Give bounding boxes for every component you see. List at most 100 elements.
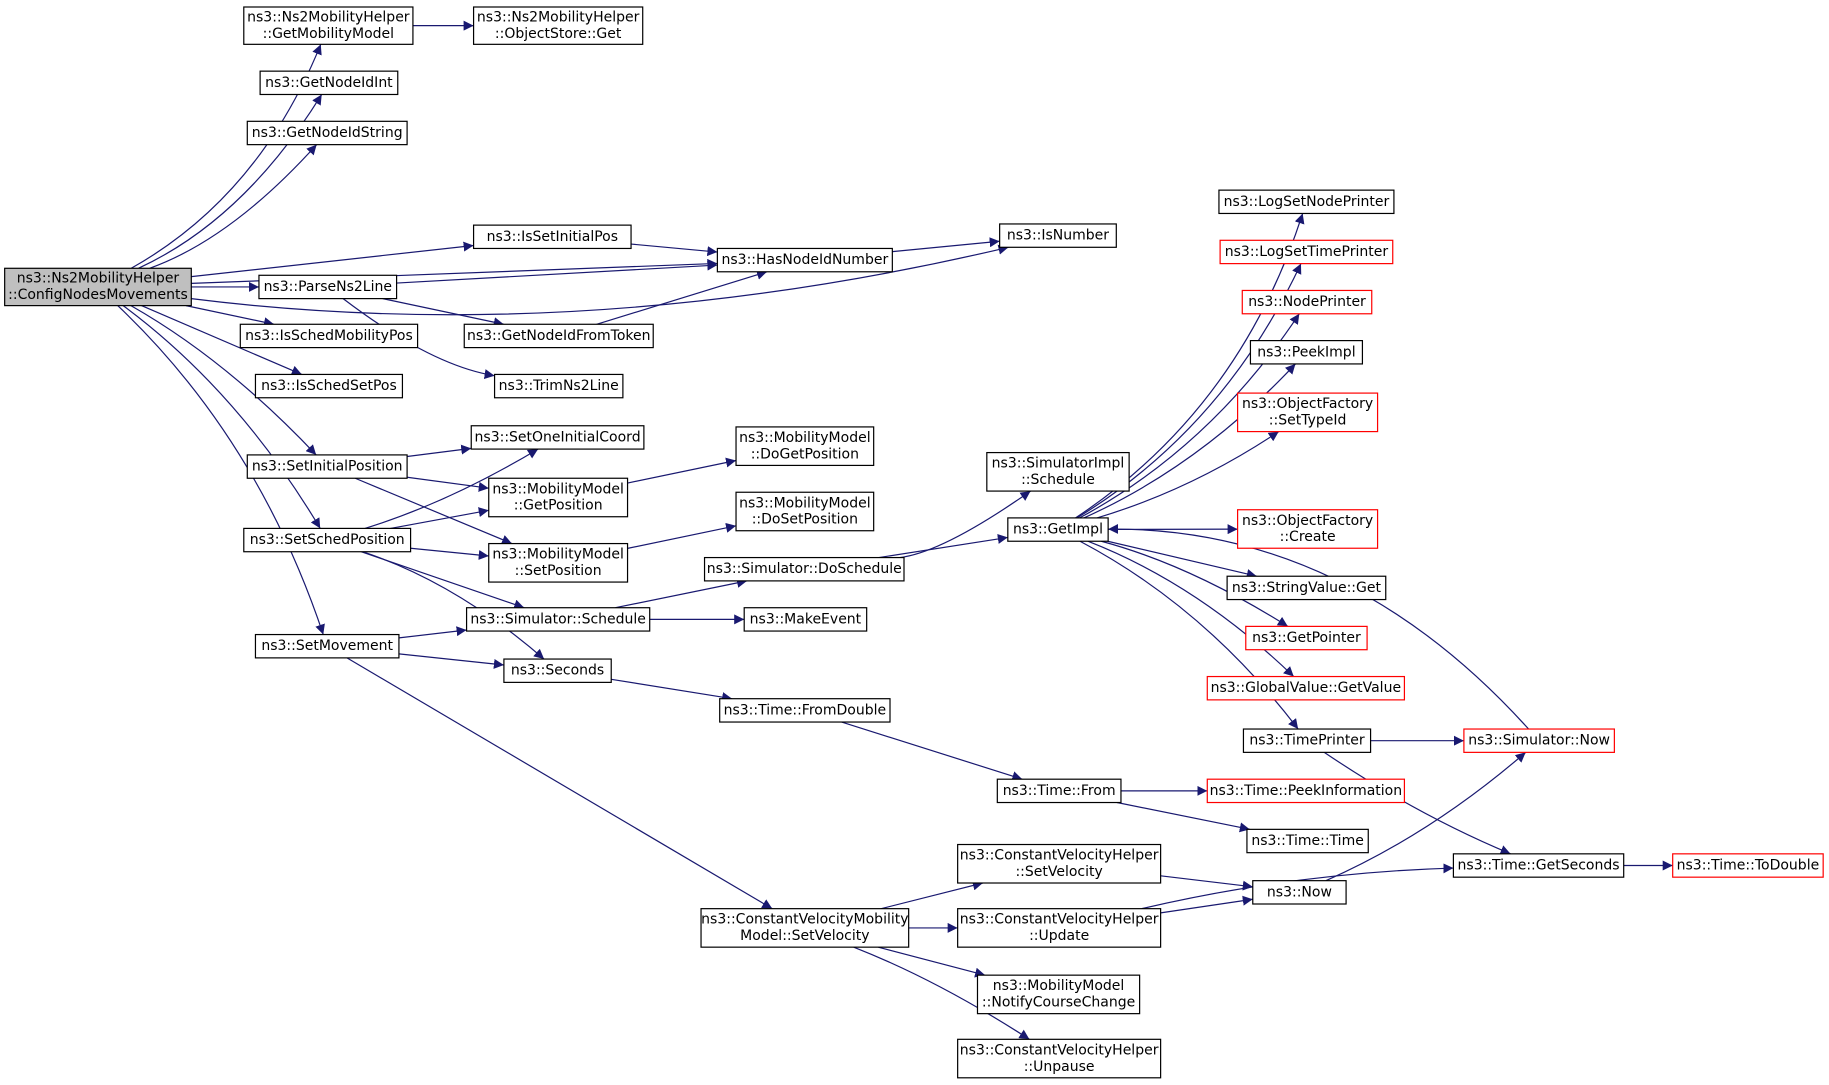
node-box <box>716 247 893 273</box>
edge-setInitialPosition-to-mmGetPosition <box>407 476 489 492</box>
node-mmNotifyCourseChange[interactable]: ns3::MobilityModel::NotifyCourseChange <box>976 974 1141 1015</box>
node-label: ns3::IsSchedSetPos <box>261 378 397 394</box>
node-setSchedPosition[interactable]: ns3::SetSchedPosition <box>243 527 412 553</box>
node-timeToDouble[interactable]: ns3::Time::ToDouble <box>1672 853 1824 878</box>
node-label: ns3::ObjectFactory <box>1242 513 1373 529</box>
node-box <box>254 373 404 399</box>
node-label: ns3::Simulator::Schedule <box>470 611 646 627</box>
edge-line <box>878 946 986 978</box>
edge-hasNodeIdNumber-to-isNumber <box>892 237 1000 253</box>
node-getImpl[interactable]: ns3::GetImpl <box>1007 517 1109 542</box>
node-box <box>1452 853 1625 878</box>
node-peekImpl[interactable]: ns3::PeekImpl <box>1249 340 1364 365</box>
node-box <box>1206 675 1406 701</box>
edge-now-to-simulatorNow <box>1325 751 1527 882</box>
node-getNodeIdFromToken[interactable]: ns3::GetNodeIdFromToken <box>463 323 654 349</box>
node-label: ns3::MobilityModel <box>739 495 871 511</box>
node-label: ns3::LogSetNodePrinter <box>1224 194 1390 210</box>
edge-isSetInitialPos-to-hasNodeIdNumber <box>630 243 718 257</box>
edge-parseNs2Line-to-trimNs2Line <box>342 298 495 380</box>
node-getNodeIdString[interactable]: ns3::GetNodeIdString <box>246 120 408 146</box>
node-hasNodeIdNumber[interactable]: ns3::HasNodeIdNumber <box>716 247 893 273</box>
node-box <box>254 633 400 659</box>
edge-root-to-setMovement <box>117 305 325 635</box>
node-timeTime[interactable]: ns3::Time::Time <box>1246 828 1369 854</box>
node-isSetInitialPos[interactable]: ns3::IsSetInitialPos <box>472 224 632 250</box>
node-label: ns3::Time::Time <box>1251 833 1363 849</box>
node-label: ns3::Ns2MobilityHelper <box>477 9 640 25</box>
edge-line <box>1325 751 1527 882</box>
node-nodePrinter[interactable]: ns3::NodePrinter <box>1241 289 1373 315</box>
node-parseNs2Line[interactable]: ns3::ParseNs2Line <box>258 274 398 300</box>
node-isSchedMobilityPos[interactable]: ns3::IsSchedMobilityPos <box>239 323 419 349</box>
node-cvhSetVelocity[interactable]: ns3::ConstantVelocityHelper::SetVelocity <box>957 843 1162 884</box>
node-label: ns3::NodePrinter <box>1248 294 1366 310</box>
node-box <box>735 491 875 532</box>
node-mmGetPosition[interactable]: ns3::MobilityModel::GetPosition <box>488 477 629 518</box>
edge-line <box>1107 540 1257 579</box>
node-cvhUnpause[interactable]: ns3::ConstantVelocityHelper::Unpause <box>957 1038 1162 1079</box>
node-seconds[interactable]: ns3::Seconds <box>503 658 612 683</box>
node-mmSetPosition[interactable]: ns3::MobilityModel::SetPosition <box>488 542 629 583</box>
node-label: ns3::TrimNs2Line <box>499 378 619 394</box>
node-cvhUpdate[interactable]: ns3::ConstantVelocityHelper::Update <box>957 908 1162 948</box>
node-box <box>957 908 1162 948</box>
node-trimNs2Line[interactable]: ns3::TrimNs2Line <box>493 373 624 399</box>
node-box <box>976 974 1141 1015</box>
node-getNodeIdInt[interactable]: ns3::GetNodeIdInt <box>259 70 399 96</box>
edge-cvhUpdate-to-now <box>1160 895 1253 914</box>
node-setOneInitialCoord[interactable]: ns3::SetOneInitialCoord <box>470 425 645 450</box>
node-setInitialPosition[interactable]: ns3::SetInitialPosition <box>246 454 408 479</box>
node-label: ns3::Simulator::DoSchedule <box>707 561 902 577</box>
node-timePrinter[interactable]: ns3::TimePrinter <box>1242 728 1372 753</box>
node-logSetTimePrinter[interactable]: ns3::LogSetTimePrinter <box>1219 239 1394 265</box>
node-box <box>1226 575 1387 601</box>
edge-root-to-setSchedPosition <box>122 305 321 529</box>
node-isNumber[interactable]: ns3::IsNumber <box>999 223 1117 248</box>
node-label: ::Unpause <box>1024 1059 1095 1075</box>
node-makeEvent[interactable]: ns3::MakeEvent <box>743 607 868 632</box>
node-globalValueGetValue[interactable]: ns3::GlobalValue::GetValue <box>1206 675 1406 701</box>
node-simDoSchedule[interactable]: ns3::Simulator::DoSchedule <box>703 556 905 582</box>
node-cvmmSetVelocity[interactable]: ns3::ConstantVelocityMobilityModel::SetV… <box>700 908 910 948</box>
node-box <box>488 542 629 583</box>
node-ofCreate[interactable]: ns3::ObjectFactory::Create <box>1237 509 1379 549</box>
node-box <box>1241 289 1373 315</box>
node-timeFromDouble[interactable]: ns3::Time::FromDouble <box>719 698 891 723</box>
node-timeGetSeconds[interactable]: ns3::Time::GetSeconds <box>1452 853 1625 878</box>
edge-line <box>362 551 545 660</box>
node-stringValueGet[interactable]: ns3::StringValue::Get <box>1226 575 1387 601</box>
edge-timeFromDouble-to-timeFrom <box>841 721 1023 781</box>
edge-line <box>1096 431 1280 519</box>
node-timeFrom[interactable]: ns3::Time::From <box>996 778 1122 804</box>
node-simulatorNow[interactable]: ns3::Simulator::Now <box>1463 728 1615 753</box>
nodes: ns3::Ns2MobilityHelper::ConfigNodesMovem… <box>4 6 1824 1079</box>
node-ofSetTypeId[interactable]: ns3::ObjectFactory::SetTypeId <box>1237 392 1379 433</box>
node-label: ns3::Simulator::Now <box>1468 733 1610 749</box>
node-label: ns3::MobilityModel <box>492 547 624 563</box>
node-getMobilityModel[interactable]: ns3::Ns2MobilityHelper::GetMobilityModel <box>243 6 414 45</box>
node-now[interactable]: ns3::Now <box>1252 880 1347 905</box>
node-label: ns3::Time::ToDouble <box>1677 858 1820 874</box>
node-setMovement[interactable]: ns3::SetMovement <box>254 633 400 659</box>
node-simSchedule[interactable]: ns3::Simulator::Schedule <box>465 607 651 632</box>
edge-line <box>841 721 1023 781</box>
node-timePeekInformation[interactable]: ns3::Time::PeekInformation <box>1206 778 1406 804</box>
edge-getImpl-to-globalValueGetValue <box>1087 540 1295 677</box>
node-logSetNodePrinter[interactable]: ns3::LogSetNodePrinter <box>1218 189 1395 215</box>
node-label: ::ObjectStore::Get <box>495 26 622 42</box>
node-isSchedSetPos[interactable]: ns3::IsSchedSetPos <box>254 373 404 399</box>
node-mmDoGetPosition[interactable]: ns3::MobilityModel::DoGetPosition <box>735 426 875 467</box>
node-getPointer[interactable]: ns3::GetPointer <box>1245 625 1368 651</box>
edge-line <box>880 880 984 910</box>
edge-line <box>191 244 1009 316</box>
node-simImplSchedule[interactable]: ns3::SimulatorImpl::Schedule <box>986 451 1130 492</box>
node-objectStoreGet[interactable]: ns3::Ns2MobilityHelper::ObjectStore::Get <box>472 6 644 45</box>
edge-line <box>364 448 539 529</box>
node-label: ::SetTypeId <box>1269 413 1347 429</box>
node-label: ns3::ParseNs2Line <box>264 279 392 295</box>
node-root[interactable]: ns3::Ns2MobilityHelper::ConfigNodesMovem… <box>4 267 192 307</box>
edge-setSchedPosition-to-mmSetPosition <box>410 547 489 560</box>
edge-root-to-getNodeIdString <box>149 144 318 269</box>
node-mmDoSetPosition[interactable]: ns3::MobilityModel::DoSetPosition <box>735 491 875 532</box>
